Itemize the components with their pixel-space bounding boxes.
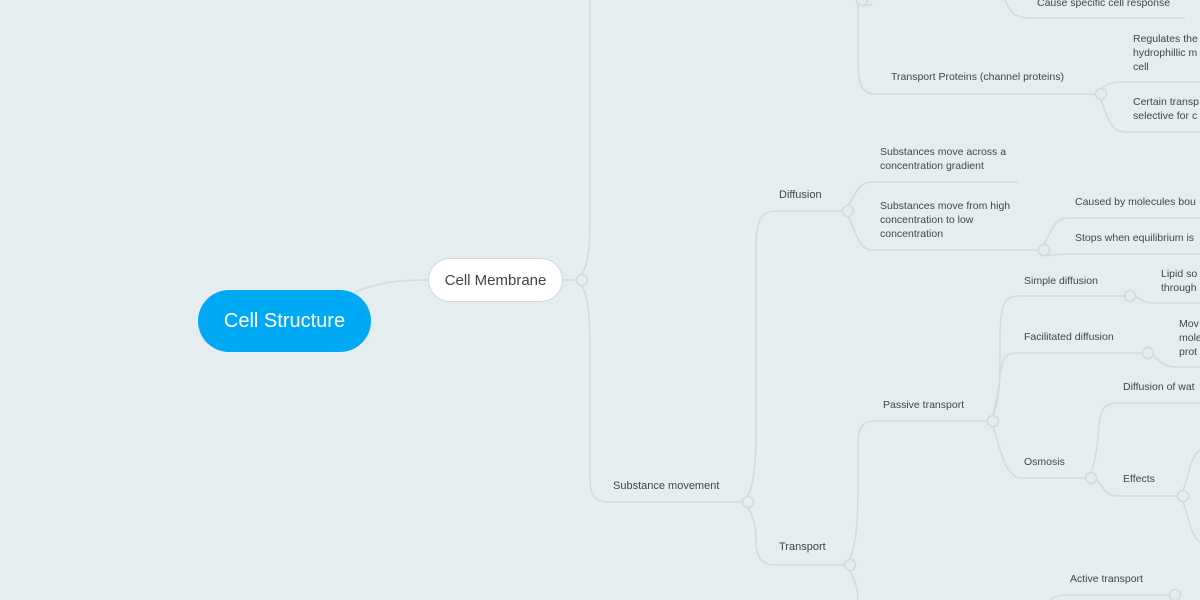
node-stops-when[interactable]: Stops when equilibrium is [1075, 232, 1195, 244]
collapse-toggle[interactable] [841, 204, 855, 218]
node-active-transport[interactable]: Active transport [1070, 573, 1143, 585]
node-effects[interactable]: Effects [1123, 473, 1155, 485]
collapse-toggle[interactable] [1176, 489, 1190, 503]
node-lipid-soluble[interactable]: Lipid so through [1161, 268, 1198, 294]
node-certain-transp[interactable]: Certain transp selective for c [1133, 96, 1199, 122]
collapse-toggle[interactable] [575, 273, 589, 287]
node-diffusion[interactable]: Diffusion [779, 189, 822, 201]
node-diffusion-of-water[interactable]: Diffusion of wat [1123, 381, 1195, 393]
node-moves-molecules[interactable]: Mov mole prot [1179, 318, 1200, 358]
node-passive-transport[interactable]: Passive transport [883, 399, 965, 411]
node-substance-movement[interactable]: Substance movement [613, 480, 720, 492]
node-facilitated-diffusion[interactable]: Facilitated diffusion [1024, 331, 1114, 343]
node-across-gradient[interactable]: Substances move across a concentration g… [880, 146, 1007, 172]
collapse-toggle[interactable] [1141, 346, 1155, 360]
collapse-toggle[interactable] [1123, 289, 1137, 303]
collapse-toggle[interactable] [1094, 87, 1108, 101]
collapse-toggle[interactable] [843, 558, 857, 572]
node-osmosis[interactable]: Osmosis [1024, 456, 1065, 468]
node-high-to-low[interactable]: Substances move from high concentration … [880, 200, 1011, 240]
collapse-toggle[interactable] [1037, 243, 1051, 257]
collapse-toggle[interactable] [1168, 588, 1182, 600]
root-node[interactable]: Cell Structure [198, 290, 371, 352]
collapse-toggle[interactable] [986, 414, 1000, 428]
node-transport[interactable]: Transport [779, 541, 826, 553]
node-caused-by[interactable]: Caused by molecules bou [1075, 196, 1196, 208]
node-simple-diffusion[interactable]: Simple diffusion [1024, 275, 1098, 287]
node-regulates[interactable]: Regulates the hydrophillic m cell [1133, 33, 1198, 73]
node-transport-proteins[interactable]: Transport Proteins (channel proteins) [891, 71, 1064, 83]
cell-membrane-node[interactable]: Cell Membrane [428, 258, 563, 302]
node-cause-response[interactable]: Cause specific cell response [1037, 0, 1171, 9]
collapse-toggle[interactable] [741, 495, 755, 509]
collapse-toggle[interactable] [855, 0, 869, 7]
collapse-toggle[interactable] [1084, 471, 1098, 485]
